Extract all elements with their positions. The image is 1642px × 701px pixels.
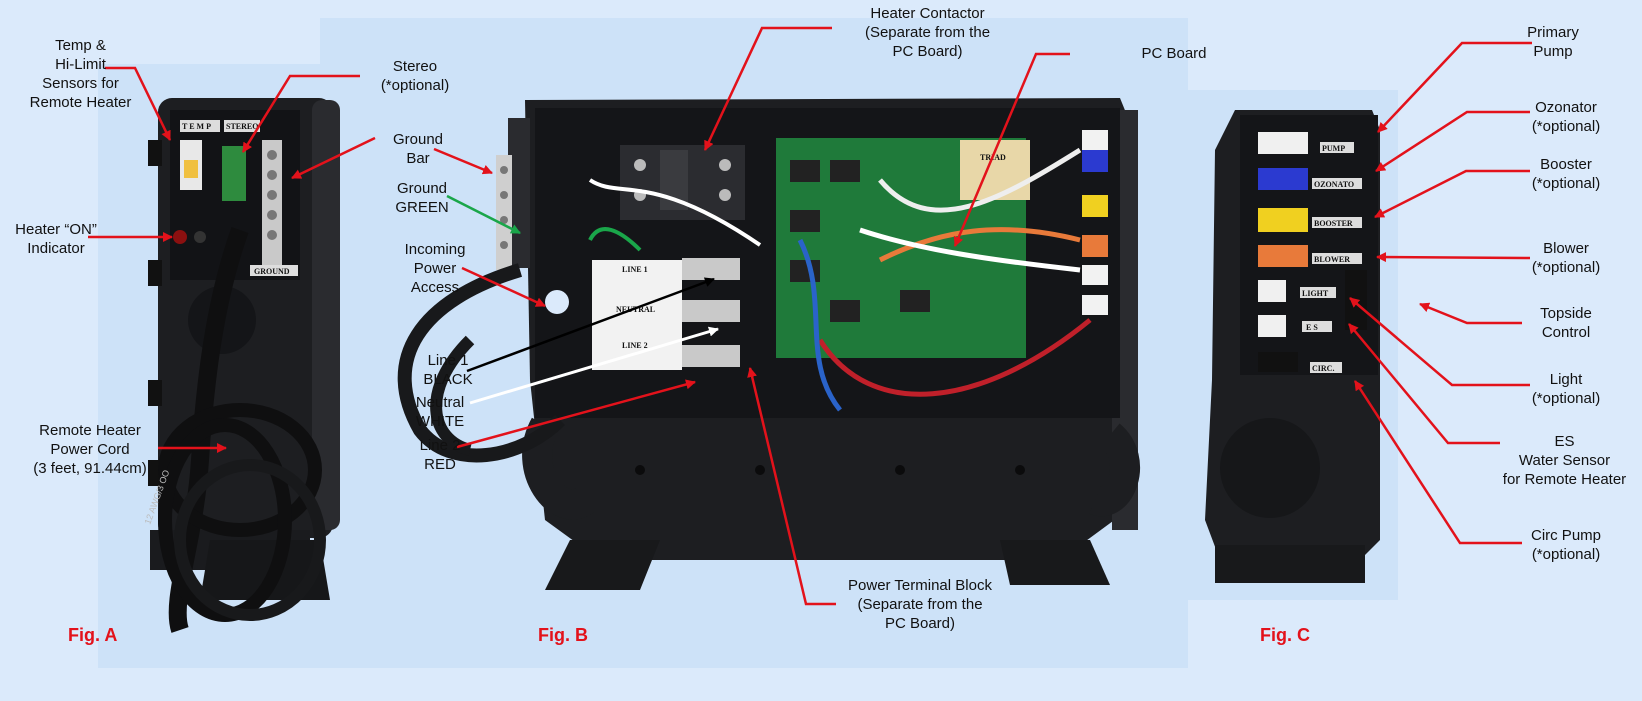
arrow-primary-pump bbox=[1377, 41, 1532, 133]
fig-c-light-tag: LIGHT bbox=[1302, 289, 1329, 298]
label-power-cord: Remote Heater Power Cord (3 feet, 91.44c… bbox=[33, 422, 147, 477]
fig-a-ground-tag: GROUND bbox=[254, 267, 290, 276]
label-neutral: Neutral WHITE bbox=[415, 394, 465, 430]
label-temp-sensors: Temp & Hi-Limit Sensors for Remote Heate… bbox=[29, 37, 132, 111]
label-stereo: Stereo (*optional) bbox=[380, 58, 450, 94]
fig-c-pump-tag: PUMP bbox=[1322, 144, 1345, 153]
arrow-heater-contactor bbox=[703, 26, 832, 151]
fig-a-temp-tag: T E M P bbox=[182, 122, 211, 131]
fig-a-stereo-tag: STEREO bbox=[226, 122, 258, 131]
label-line1: Line 1 BLACK bbox=[423, 352, 473, 388]
arrow-power-terminal bbox=[747, 367, 836, 606]
fig-a-unit: T E M P STEREO GROUND 12 AWG/3 OO bbox=[142, 98, 340, 633]
arrow-line1 bbox=[466, 277, 715, 373]
label-ground-green: Ground GREEN bbox=[395, 180, 449, 216]
arrow-ground-green bbox=[446, 194, 521, 235]
arrow-pc-board bbox=[953, 52, 1070, 247]
arrow-topside bbox=[1419, 302, 1522, 325]
label-heater-on: Heater “ON” Indicator bbox=[15, 221, 97, 257]
label-circ-pump: Circ Pump (*optional) bbox=[1530, 527, 1601, 563]
arrow-blower bbox=[1376, 252, 1531, 263]
arrow-temp-sensors bbox=[105, 66, 172, 141]
label-booster: Booster (*optional) bbox=[1531, 156, 1601, 192]
arrow-neutral bbox=[469, 326, 719, 405]
label-pc-board: PC Board bbox=[1141, 45, 1207, 62]
figure-label-a: Fig. A bbox=[68, 625, 118, 645]
fig-c-ozonator-tag: OZONATO bbox=[1314, 180, 1354, 189]
fig-c-unit: PUMP OZONATO BOOSTER BLOWER LIGHT E S CI… bbox=[1205, 110, 1380, 583]
arrow-es-sensor bbox=[1348, 323, 1500, 445]
arrow-ground-bar-b bbox=[433, 147, 493, 175]
arrow-booster bbox=[1374, 169, 1530, 219]
arrow-stereo bbox=[241, 74, 360, 153]
fig-b-unit: LINE 1 NEUTRAL LINE 2 TRIAD bbox=[397, 98, 1141, 590]
figure-label-b: Fig. B bbox=[538, 625, 588, 645]
label-incoming-power: Incoming Power Access bbox=[404, 241, 466, 296]
label-power-terminal: Power Terminal Block (Separate from the … bbox=[848, 577, 992, 632]
fig-b-line2-tag: LINE 2 bbox=[622, 341, 648, 350]
label-blower: Blower (*optional) bbox=[1531, 240, 1601, 276]
fig-c-blower-tag: BLOWER bbox=[1314, 255, 1350, 264]
arrow-light bbox=[1349, 297, 1530, 387]
fig-c-circ-tag: CIRC. bbox=[1312, 364, 1334, 373]
label-heater-contactor: Heater Contactor (Separate from the PC B… bbox=[864, 5, 991, 60]
label-primary-pump: Primary Pump bbox=[1527, 24, 1579, 60]
label-es-sensor: ES Water Sensor for Remote Heater bbox=[1502, 433, 1627, 488]
fig-c-es-tag: E S bbox=[1306, 323, 1318, 332]
fig-b-line1-tag: LINE 1 bbox=[622, 265, 648, 274]
arrow-ground-bar-a bbox=[291, 136, 376, 180]
arrow-line2 bbox=[456, 379, 696, 449]
arrow-incoming-power bbox=[461, 266, 546, 308]
label-ground-bar: Ground Bar bbox=[392, 131, 444, 167]
label-topside: Topside Control bbox=[1540, 305, 1592, 341]
label-light: Light (*optional) bbox=[1531, 371, 1601, 407]
fig-c-booster-tag: BOOSTER bbox=[1314, 219, 1353, 228]
callout-arrows bbox=[88, 26, 1532, 606]
arrow-circ-pump bbox=[1353, 380, 1522, 545]
figure-label-c: Fig. C bbox=[1260, 625, 1310, 645]
label-line2: Line 2 RED bbox=[419, 437, 461, 473]
label-ozonator: Ozonator (*optional) bbox=[1531, 99, 1601, 135]
arrow-ozonator bbox=[1375, 110, 1530, 173]
